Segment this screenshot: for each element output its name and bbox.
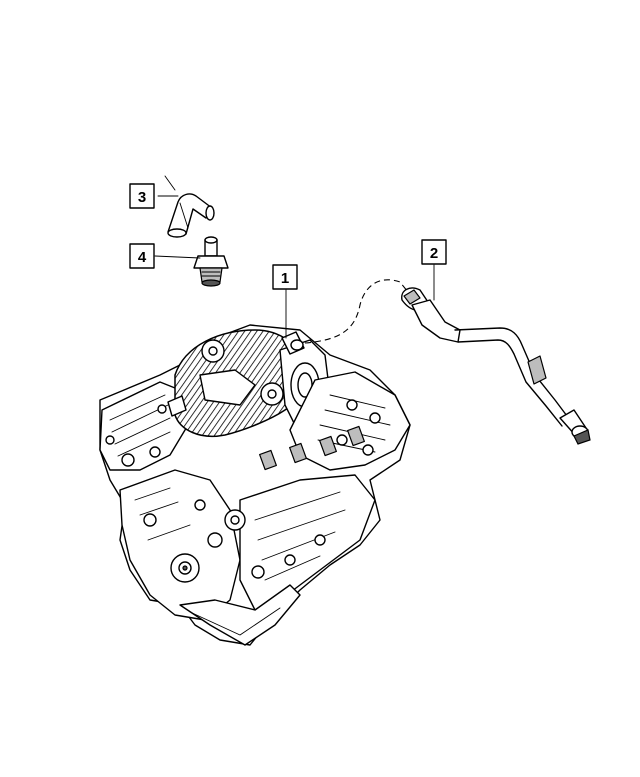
vent-routing-line xyxy=(304,279,409,344)
crankcase-vent-tube-icon xyxy=(401,287,591,445)
leader-lines xyxy=(154,175,435,339)
engine-assembly-icon xyxy=(99,324,411,646)
callout-1: 1 xyxy=(272,264,298,290)
callout-2: 2 xyxy=(421,239,447,265)
hose-elbow-icon xyxy=(167,193,215,238)
callout-4-label: 4 xyxy=(138,249,147,266)
callout-4: 4 xyxy=(129,243,155,269)
callout-3-label: 3 xyxy=(138,189,146,206)
callout-3: 3 xyxy=(129,183,155,209)
callout-2-label: 2 xyxy=(430,245,438,262)
pcv-port-fitting xyxy=(281,331,305,355)
callout-1-label: 1 xyxy=(281,270,289,287)
pcv-valve-icon xyxy=(193,236,229,287)
